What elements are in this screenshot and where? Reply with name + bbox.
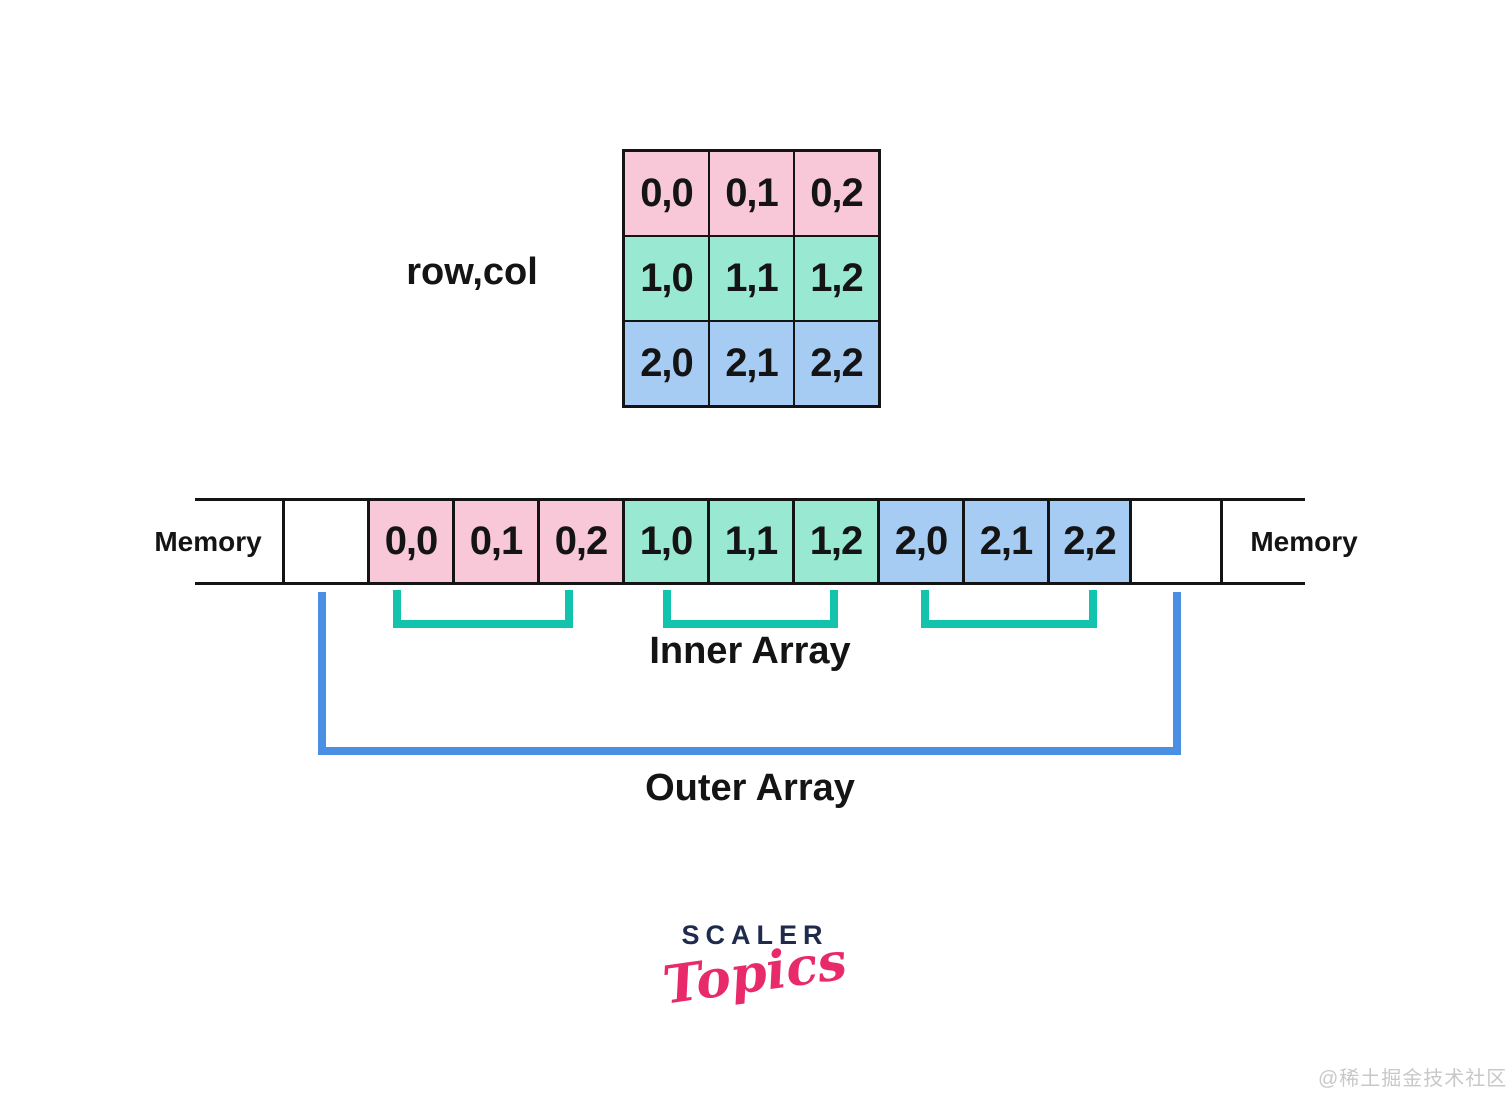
outer-array-label: Outer Array xyxy=(645,767,855,809)
inner-array-label: Inner Array xyxy=(649,630,851,672)
memory-cell-0-1: 0,1 xyxy=(452,501,537,582)
grid-cell-1-0: 1,0 xyxy=(624,236,709,321)
inner-array-bracket-3 xyxy=(921,590,1097,628)
memory-strip: Memory 0,0 0,1 0,2 1,0 1,1 1,2 2,0 2,1 2… xyxy=(154,498,1358,585)
memory-cell-2-2: 2,2 xyxy=(1047,501,1132,582)
grid-cell-0-0: 0,0 xyxy=(624,151,709,236)
grid-cell-2-1: 2,1 xyxy=(709,321,794,406)
logo-brand-text: SCALER xyxy=(681,920,829,950)
memory-label-left: Memory xyxy=(154,525,262,557)
grid-cell-1-1: 1,1 xyxy=(709,236,794,321)
outer-array-bracket xyxy=(318,592,1181,755)
matrix-grid: 0,0 0,1 0,2 1,0 1,1 1,2 2,0 2,1 2,2 xyxy=(622,149,881,408)
strip-divider-left xyxy=(282,501,285,582)
memory-cell-1-0: 1,0 xyxy=(622,501,707,582)
memory-cell-1-1: 1,1 xyxy=(707,501,792,582)
grid-cell-0-2: 0,2 xyxy=(794,151,879,236)
grid-cell-2-2: 2,2 xyxy=(794,321,879,406)
grid-cell-0-1: 0,1 xyxy=(709,151,794,236)
grid-cell-1-2: 1,2 xyxy=(794,236,879,321)
memory-cell-1-2: 1,2 xyxy=(792,501,877,582)
grid-axis-label: row,col xyxy=(406,251,538,293)
memory-cell-0-0: 0,0 xyxy=(367,501,452,582)
memory-cell-2-0: 2,0 xyxy=(877,501,962,582)
strip-divider-right xyxy=(1220,501,1223,582)
memory-label-right: Memory xyxy=(1250,525,1358,557)
memory-cell-2-1: 2,1 xyxy=(962,501,1047,582)
grid-cell-2-0: 2,0 xyxy=(624,321,709,406)
inner-array-bracket-1 xyxy=(393,590,573,628)
memory-cells-row: 0,0 0,1 0,2 1,0 1,1 1,2 2,0 2,1 2,2 xyxy=(367,501,1132,582)
scaler-topics-logo: SCALER Topics xyxy=(630,920,880,1017)
inner-array-bracket-2 xyxy=(663,590,838,628)
watermark-text: @稀土掘金技术社区 xyxy=(1318,1068,1508,1090)
memory-cell-0-2: 0,2 xyxy=(537,501,622,582)
